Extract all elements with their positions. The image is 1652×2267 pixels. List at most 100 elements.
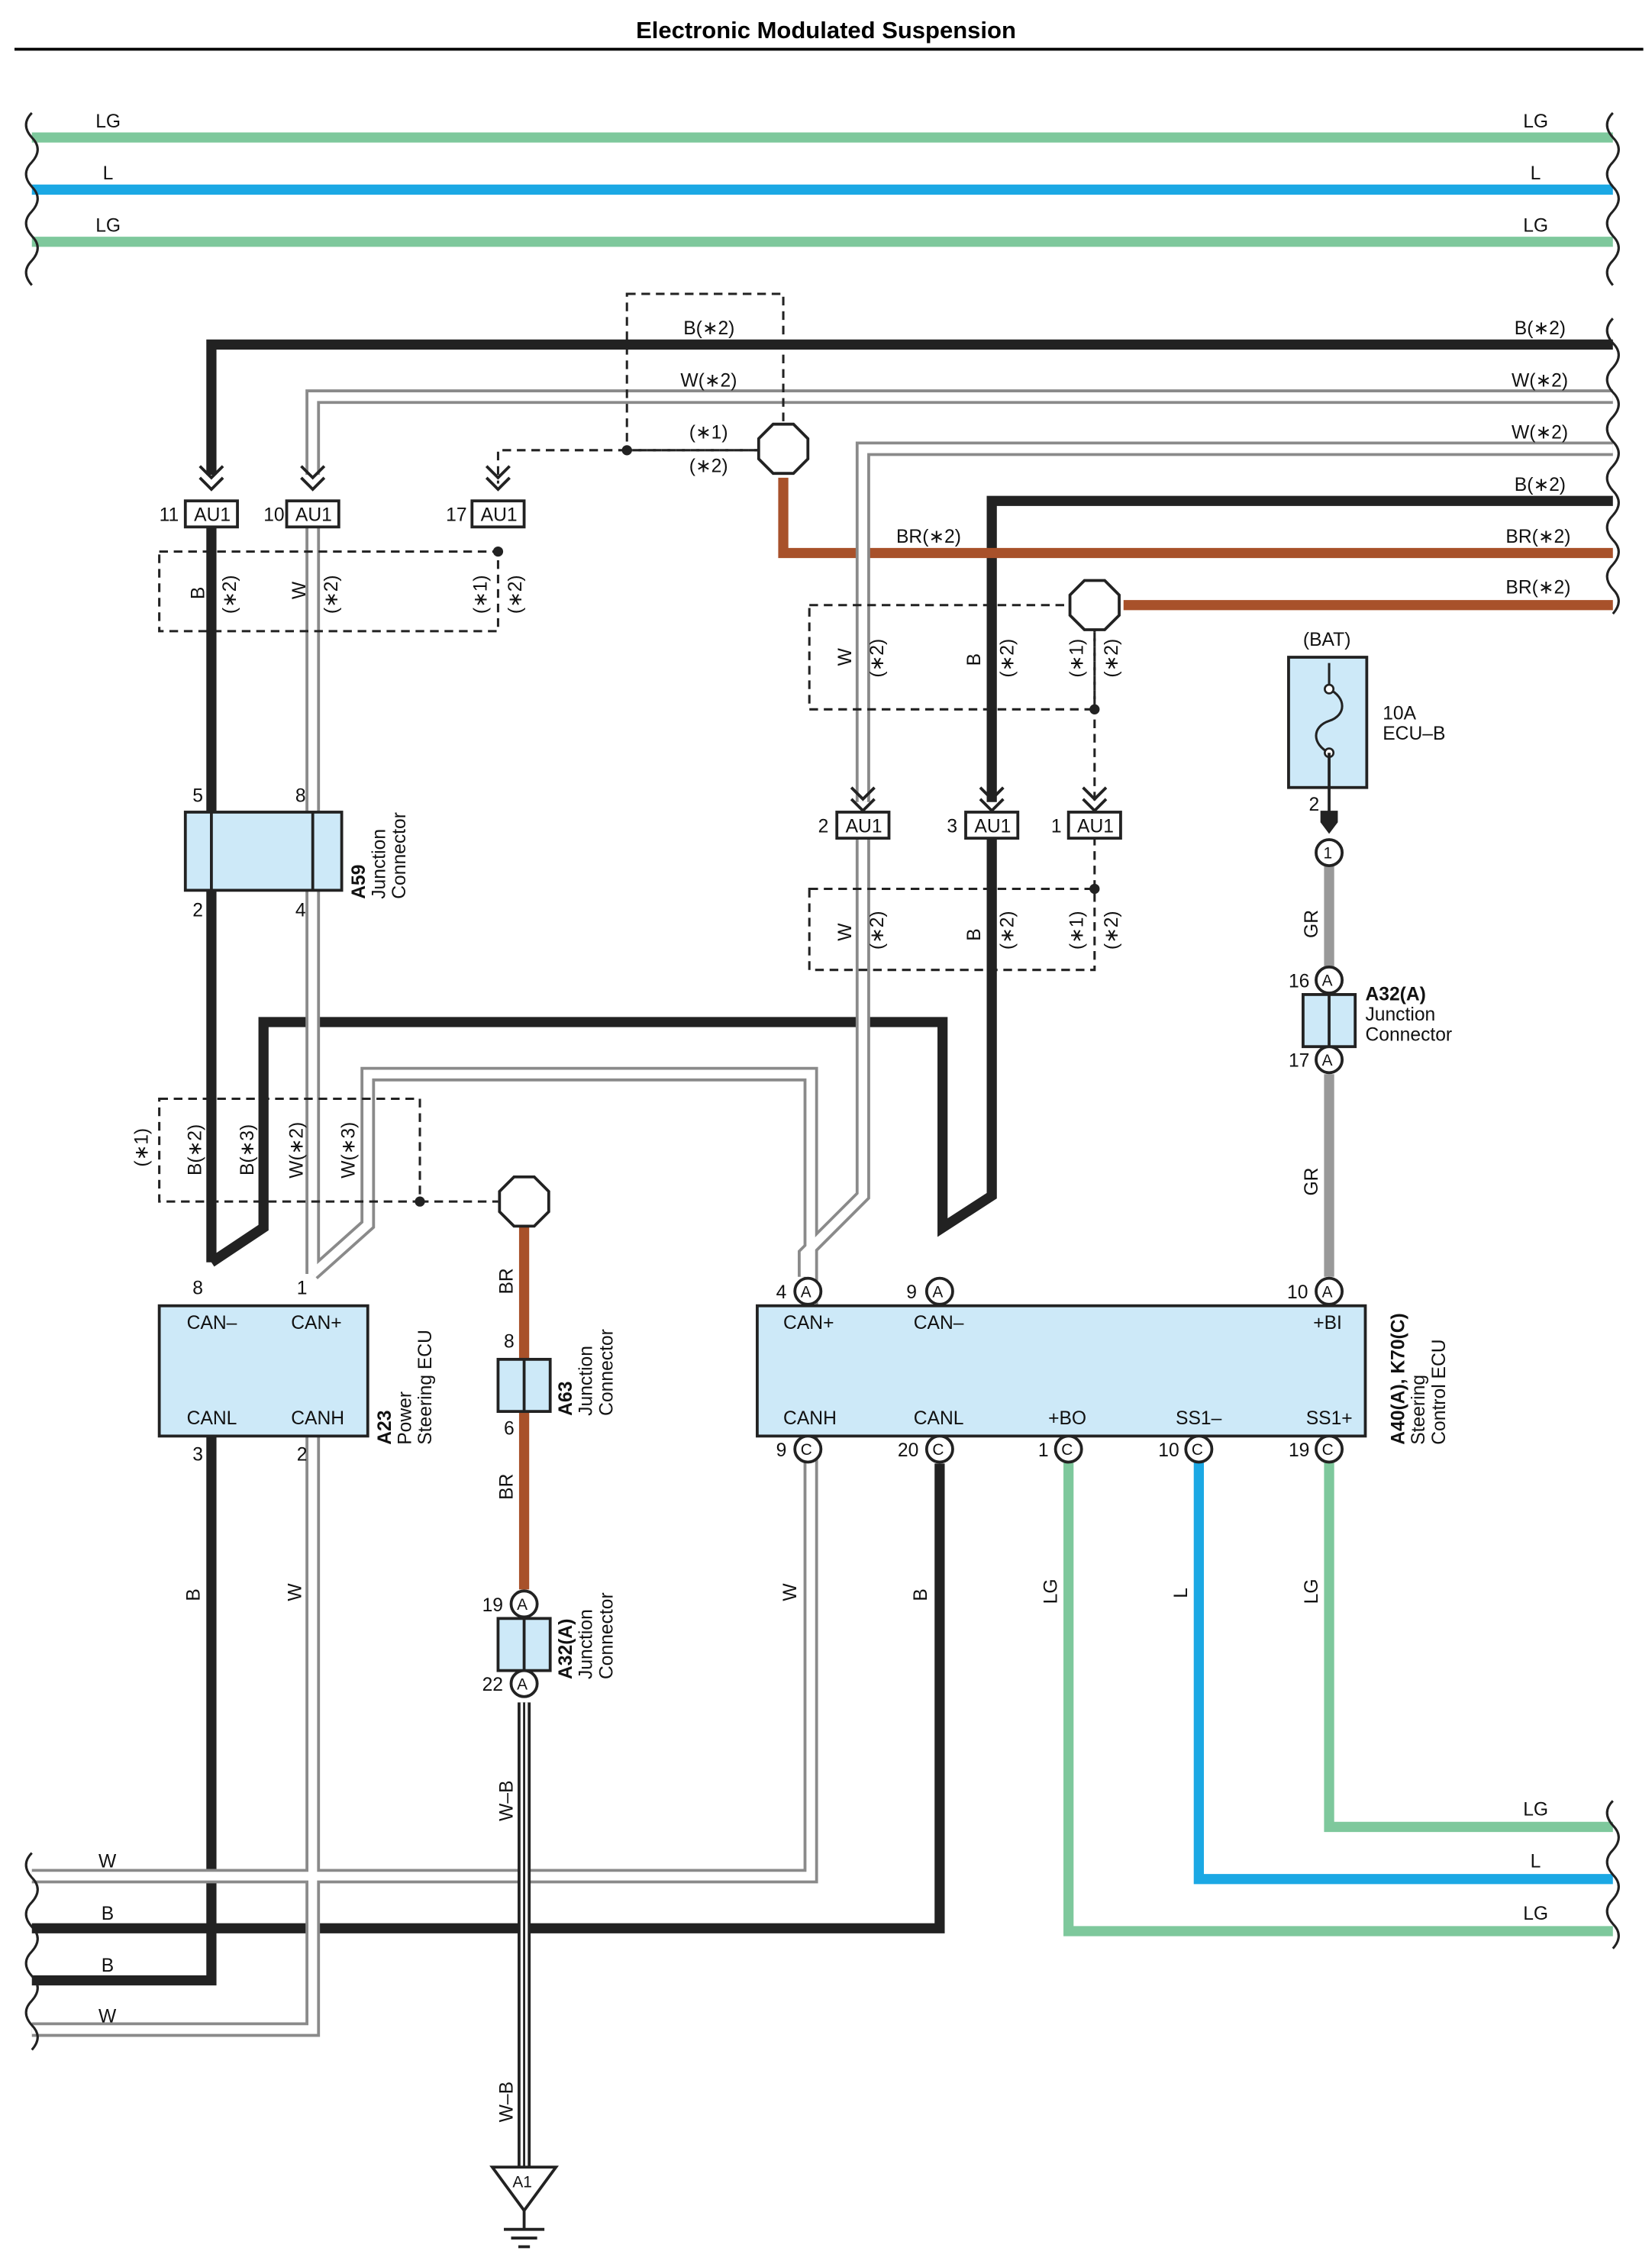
a32-lower-pin-19: 19	[482, 1595, 503, 1616]
rot-s2-box1-a: (∗2)	[220, 575, 240, 614]
a32-upper-tag-1: A	[1322, 972, 1333, 990]
a63-name1: Junction	[576, 1346, 597, 1416]
ground-symbol	[489, 2165, 560, 2249]
au1-connectors-top	[183, 465, 1122, 840]
wire-b-ecu-bottom	[31, 1463, 945, 1933]
ecu-code: A40(A), K70(C)	[1389, 1313, 1409, 1445]
a32-lower-tag-2: A	[517, 1675, 528, 1693]
a32-lower-code: A32(A)	[556, 1619, 576, 1679]
white-wires	[31, 389, 1613, 2037]
rot-gr-2: GR	[1302, 1168, 1322, 1196]
ecu-tag-a1: A	[801, 1283, 811, 1301]
ecu-canl: CANL	[914, 1408, 964, 1429]
au1-label-11: AU1	[194, 505, 231, 526]
dashed-box-left	[158, 550, 499, 633]
a23-can-minus: CAN–	[187, 1313, 237, 1333]
ecu-tag-a2: A	[932, 1283, 943, 1301]
au1-label-1: AU1	[1077, 817, 1114, 837]
rot-b-a23: B	[184, 1588, 205, 1601]
ecu-tag-c2: C	[932, 1441, 944, 1459]
au1-pin-17: 17	[446, 505, 466, 526]
rot-wb-1: W–B	[496, 1780, 517, 1820]
ecu-pin-9c: 9	[776, 1440, 787, 1461]
lbl-br2-mid: BR(∗2)	[896, 527, 961, 547]
a23-canl: CANL	[187, 1408, 237, 1429]
fuse-pin: 2	[1309, 795, 1320, 815]
lbl-lg-top-left-2: LG	[95, 215, 121, 236]
ecu-pin-4: 4	[776, 1282, 787, 1303]
ecu-pin-20: 20	[898, 1440, 918, 1461]
a59-name2: Connector	[389, 812, 410, 899]
ecu-can-plus: CAN+	[783, 1313, 834, 1333]
lbl-w-bottom-2: W	[98, 2006, 117, 2027]
lbl-w2-right-1: W(∗2)	[1512, 370, 1568, 391]
wire-b-a23-bottom	[31, 1436, 217, 1986]
ecu-pin-1: 1	[1038, 1440, 1049, 1461]
rot-wb-2: W–B	[496, 2082, 517, 2122]
fuse-source: (BAT)	[1303, 630, 1351, 650]
rot-b-box3: B	[964, 928, 985, 940]
wire-w-top-left	[308, 392, 1613, 476]
wire-w-right	[858, 444, 1613, 802]
splice-octagon-2	[1068, 579, 1121, 631]
a32-upper-code: A32(A)	[1365, 985, 1425, 1005]
a63-pin-8: 8	[504, 1332, 515, 1353]
rot-l-ecu: L	[1171, 1588, 1192, 1598]
ecu-ss1p: SS1+	[1306, 1408, 1353, 1429]
a23-pin-3: 3	[192, 1445, 203, 1466]
wire-b-top-left	[206, 339, 1613, 476]
wire-lg-ss1p	[1324, 1462, 1613, 1833]
a59-pin-2: 2	[192, 901, 203, 921]
dashed-paths	[158, 292, 1096, 1203]
rot-s2-box3-c: (∗2)	[1102, 911, 1122, 950]
rot-b-ecu: B	[911, 1588, 931, 1601]
fuse-ecu-b	[1287, 656, 1369, 834]
rot-lg-ecu-2: LG	[1302, 1579, 1322, 1604]
pin-circles	[509, 838, 1344, 1698]
a32-upper-pin-16: 16	[1289, 971, 1309, 992]
a32-upper-tag-2: A	[1322, 1052, 1333, 1069]
wire-br-1	[778, 477, 1613, 559]
wire-w-au1-2-to-ecu	[800, 837, 868, 1277]
ecu-pin-19: 19	[1289, 1440, 1309, 1461]
lbl-l-top-left: L	[103, 163, 114, 184]
lbl-lg-bottom-right-1: LG	[1523, 1799, 1548, 1820]
ecu-tag-c3: C	[1061, 1441, 1073, 1459]
a23-ecu-box	[157, 1304, 369, 1438]
au1-pin-1: 1	[1051, 817, 1062, 837]
a32a-lower-connector	[496, 1617, 552, 1672]
a32-lower-name1: Junction	[576, 1609, 597, 1679]
a59-code: A59	[349, 865, 369, 899]
au1-label-2: AU1	[846, 817, 882, 837]
splice-octagon-3	[498, 1175, 550, 1228]
junction-dots	[415, 445, 1100, 1207]
ecu-tag-c1: C	[801, 1441, 812, 1459]
fuse-rating: 10A	[1383, 704, 1416, 724]
wire-lg-bo	[1063, 1462, 1613, 1936]
rot-s2-box1-c: (∗2)	[505, 575, 526, 614]
rot-b2-box4: B(∗2)	[186, 1124, 206, 1175]
ground-label: A1	[512, 2174, 532, 2191]
ecu-tag-c5: C	[1322, 1441, 1334, 1459]
ecu-tag-a3: A	[1322, 1283, 1333, 1301]
continuation-marks	[24, 111, 1620, 2051]
lbl-b-bottom-1: B	[102, 1904, 114, 1924]
rot-w3-box4: W(∗3)	[339, 1122, 360, 1179]
lbl-s1-top: (∗1)	[689, 423, 728, 443]
rot-s2-box2-b: (∗2)	[998, 639, 1018, 678]
ecu-canh: CANH	[783, 1408, 837, 1429]
rot-w-box3: W	[835, 923, 856, 941]
lbl-lg-top-left-1: LG	[95, 111, 121, 132]
lbl-br2-right-2: BR(∗2)	[1505, 578, 1570, 598]
ecu-bi: +BI	[1313, 1313, 1342, 1333]
ecu-name1: Steering	[1408, 1375, 1429, 1445]
a59-pin-8: 8	[295, 786, 306, 807]
au1-pin-11: 11	[160, 505, 179, 526]
rot-s2-box2-c: (∗2)	[1102, 639, 1122, 678]
lbl-b2-right-1: B(∗2)	[1515, 318, 1566, 339]
rot-w-ecu: W	[780, 1583, 801, 1601]
rot-br-2: BR	[496, 1474, 517, 1500]
lbl-s2-top: (∗2)	[689, 456, 728, 476]
a63-name2: Connector	[596, 1329, 617, 1416]
